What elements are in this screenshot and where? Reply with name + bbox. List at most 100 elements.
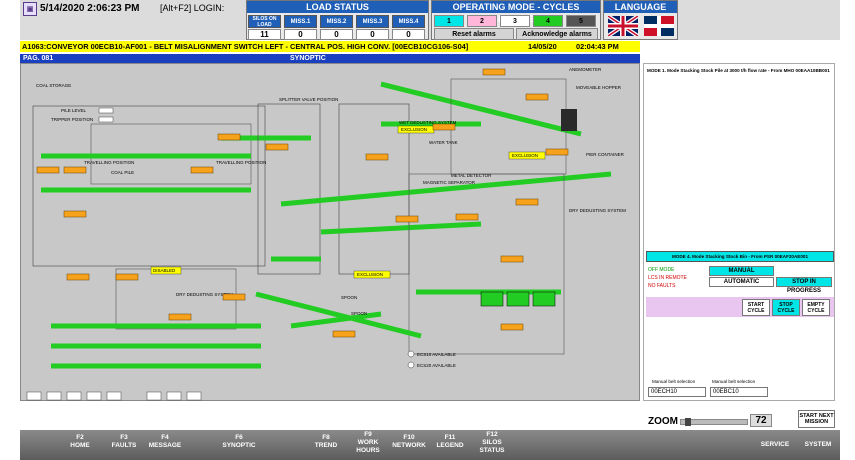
- zoom-value: 72: [750, 414, 772, 427]
- empty-cycle-button[interactable]: EMPTY CYCLE: [802, 299, 830, 316]
- start-next-mission-button[interactable]: START NEXT MISSION: [798, 410, 835, 428]
- coal-storage-label: COAL STORAGE: [36, 83, 71, 88]
- splitter-valve-label: SPLITTER VALVE POSITION: [279, 97, 338, 102]
- water-tank-label: WATER TANK: [429, 140, 458, 145]
- plant-layout: COAL STORAGE PILE LEVEL TRIPPER POSITION…: [26, 67, 626, 401]
- start-cycle-button[interactable]: START CYCLE: [742, 299, 770, 316]
- system-button[interactable]: SYSTEM: [804, 441, 832, 448]
- cycle-2-button[interactable]: 2: [467, 15, 497, 27]
- login-link[interactable]: [Alt+F2] LOGIN:: [160, 3, 225, 13]
- zoom-label: ZOOM: [648, 416, 678, 427]
- cycle-5-button[interactable]: 5: [566, 15, 596, 27]
- miss4-value: 0: [392, 29, 425, 40]
- mode-status-off: OFF MODE: [648, 267, 675, 273]
- miss1-label: MISS.1: [284, 15, 317, 28]
- pile-level-label: PILE LEVEL: [61, 108, 87, 113]
- mode-status-lcs: LCS IN REMOTE: [648, 275, 687, 281]
- stop-cycle-button[interactable]: STOP CYCLE: [772, 299, 800, 316]
- language-panel: LANGUAGE: [603, 0, 678, 40]
- automatic-button[interactable]: AUTOMATIC: [709, 277, 774, 287]
- miss2-value: 0: [320, 29, 353, 40]
- operating-mode-panel: OPERATING MODE - CYCLES SELECTED 1 2 3 4…: [431, 0, 601, 40]
- synoptic-title-bar: PAG. 081 SYNOPTIC: [20, 54, 640, 63]
- belt-main-1[interactable]: [280, 171, 612, 207]
- mode4-header: MODE 4. Mode Stacking Stock Bin - From P…: [646, 251, 834, 262]
- coal-pile-label: COAL PILE: [111, 170, 134, 175]
- synoptic-diagram: COAL STORAGE PILE LEVEL TRIPPER POSITION…: [20, 63, 640, 401]
- belt-select-2[interactable]: 00EBC10: [710, 387, 768, 397]
- tripper-position-label: TRIPPER POSITION: [51, 117, 93, 122]
- spoon-label-2: SPOON: [351, 311, 367, 316]
- load-status-title: LOAD STATUS: [247, 1, 428, 13]
- alarm-text: A1063:CONVEYOR 00ECB10-AF001 - BELT MISA…: [22, 42, 469, 51]
- alarm-time: 02:04:43 PM: [576, 42, 619, 51]
- acknowledge-alarms-button[interactable]: Acknowledge alarms: [516, 28, 598, 40]
- belt-main-2[interactable]: [320, 221, 482, 235]
- moveable-hopper-label: MOVEABLE HOPPER: [576, 85, 622, 90]
- manual-belt-label-1: Manual belt selection: [652, 379, 696, 384]
- manual-belt-label-2: Manual belt selection: [712, 379, 756, 384]
- metal-detector-label: METAL DETECTOR: [451, 173, 492, 178]
- language-title: LANGUAGE: [604, 1, 677, 13]
- alarm-date: 14/05/20: [528, 42, 557, 51]
- wet-dedusting-label: WET DEDUSTING SYSTEM: [399, 120, 457, 125]
- cycle-4-button[interactable]: 4: [533, 15, 563, 27]
- travelling-position-label-2: TRAVELLING POSITION: [216, 160, 266, 165]
- miss1-value: 0: [284, 29, 317, 40]
- silos-on-load-label: SILOS ON LOAD: [248, 15, 281, 28]
- miss2-label: MISS.2: [320, 15, 353, 28]
- datetime: 5/14/2020 2:06:23 PM: [40, 3, 140, 14]
- stop-in-progress-status: STOP IN PROGRESS: [776, 277, 832, 294]
- miss4-label: MISS.4: [392, 15, 425, 28]
- disabled-label: DISABLED: [153, 268, 176, 273]
- ecs10-label: ECS10 AVAILABLE: [417, 352, 456, 357]
- belt-pier[interactable]: [380, 81, 582, 137]
- service-button[interactable]: SERVICE: [760, 441, 790, 448]
- active-alarm-line[interactable]: A1063:CONVEYOR 00ECB10-AF001 - BELT MISA…: [20, 41, 640, 52]
- belt-lower-1[interactable]: [255, 291, 422, 339]
- flag-dominican-icon[interactable]: [644, 16, 674, 36]
- operating-mode-title: OPERATING MODE - CYCLES SELECTED: [432, 1, 600, 24]
- magnetic-separator-label: MAGNETIC SEPARATOR: [423, 180, 476, 185]
- header-bar: ▣ 5/14/2020 2:06:23 PM [Alt+F2] LOGIN: L…: [20, 0, 840, 40]
- zoom-slider-thumb[interactable]: [685, 418, 691, 426]
- miss3-label: MISS.3: [356, 15, 389, 28]
- mode-status-faults: NO FAULTS: [648, 283, 676, 289]
- silo-row[interactable]: [26, 391, 202, 401]
- silos-on-load-value: 11: [248, 29, 281, 40]
- belt-lower-2[interactable]: [290, 311, 382, 329]
- synoptic-title: SYNOPTIC: [290, 55, 326, 62]
- exclusion-label-3: EXCLUSION: [357, 272, 383, 277]
- mode1-text: MODE 1. Mode Stacking Stock Pile at 3000…: [647, 68, 830, 73]
- ecs20-label: ECS20 AVAILABLE: [417, 363, 456, 368]
- belt-select-1[interactable]: 00ECH10: [648, 387, 706, 397]
- cycle-1-button[interactable]: 1: [434, 15, 464, 27]
- reset-alarms-button[interactable]: Reset alarms: [434, 28, 514, 40]
- flag-uk-icon[interactable]: [608, 16, 638, 36]
- pier-container-label: PIER CONTAINER: [586, 152, 625, 157]
- manual-button[interactable]: MANUAL: [709, 266, 774, 276]
- right-panel: MODE 1. Mode Stacking Stock Pile at 3000…: [643, 63, 835, 401]
- page-number: PAG. 081: [23, 55, 54, 62]
- travelling-position-label: TRAVELLING POSITION: [84, 160, 134, 165]
- zoom-slider[interactable]: [680, 418, 748, 426]
- mode4-text: MODE 4. Mode Stacking Stock Bin - From P…: [671, 254, 809, 259]
- cycle-3-button[interactable]: 3: [500, 15, 530, 27]
- equipment-tags[interactable]: [36, 68, 569, 338]
- exclusion-label-1: EXCLUSION: [401, 127, 427, 132]
- exclusion-label-2: EXCLUSION: [512, 153, 538, 158]
- app-logo: ▣: [23, 2, 37, 16]
- anemometer-label: ANEMOMETER: [569, 67, 602, 72]
- dry-dedusting-label-1: DRY DEDUSTING SYSTEM: [569, 208, 626, 213]
- load-status-panel: LOAD STATUS SILOS ON LOAD MISS.1 MISS.2 …: [246, 0, 429, 40]
